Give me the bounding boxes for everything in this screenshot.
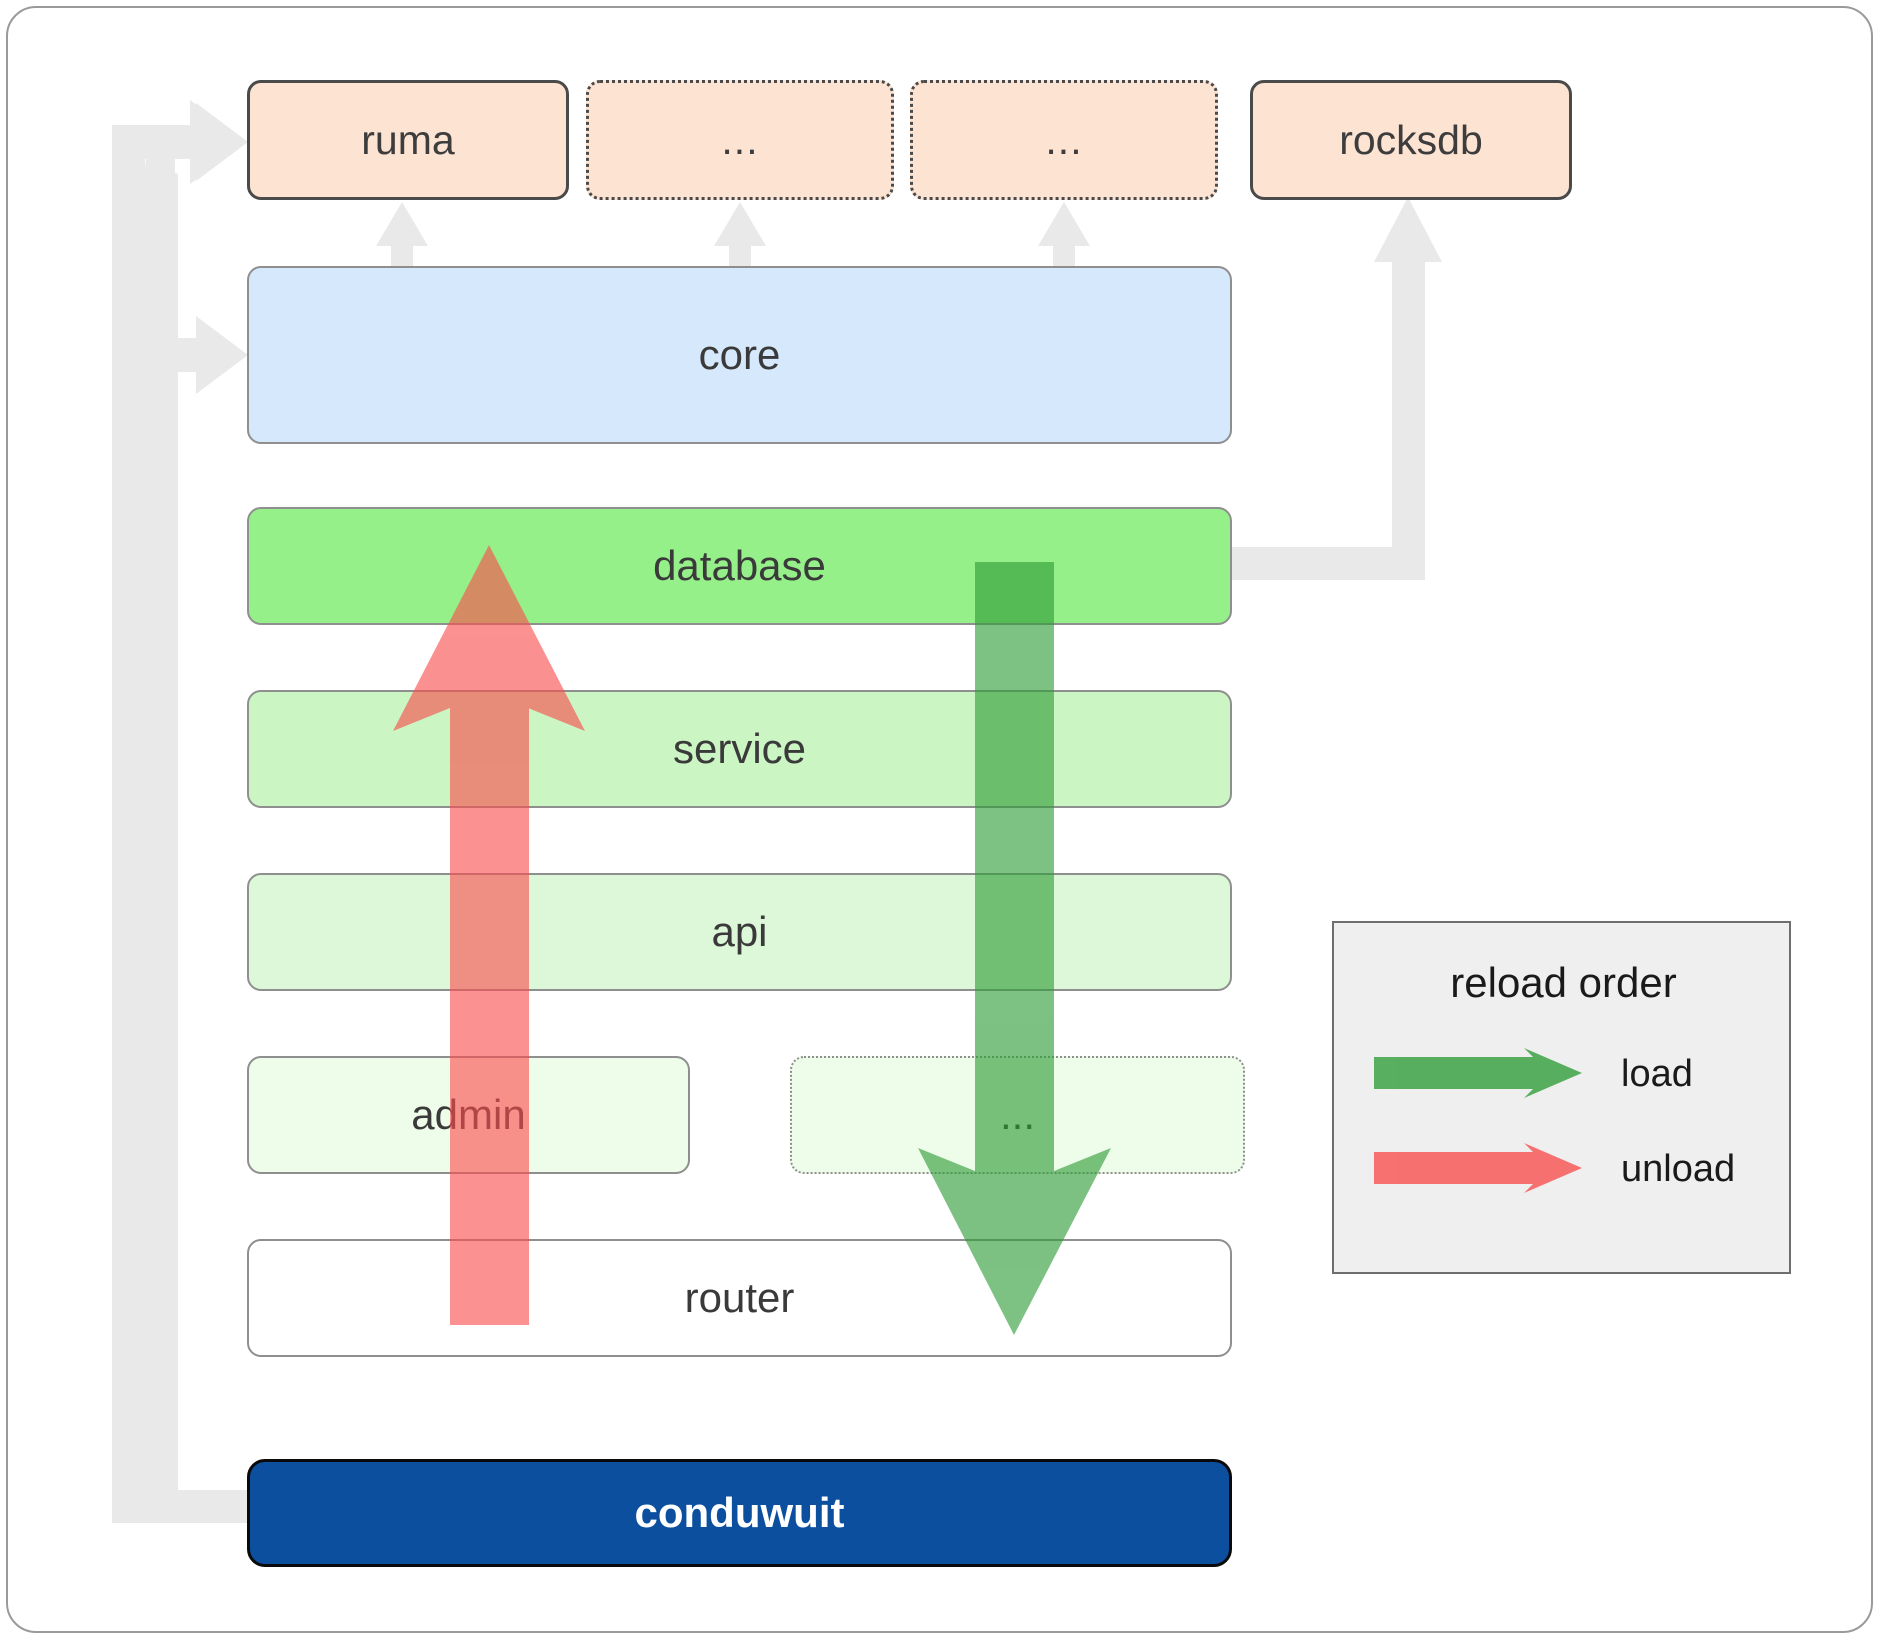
layer-box-api[interactable]: api xyxy=(247,873,1232,991)
layer-box-service[interactable]: service xyxy=(247,690,1232,808)
layer-box-router[interactable]: router xyxy=(247,1239,1232,1357)
legend-label-unload: unload xyxy=(1621,1148,1736,1190)
layer-box-placeholder-label: ... xyxy=(999,1091,1035,1138)
dep-box-placeholder-1-label: ... xyxy=(721,116,759,163)
layer-box-api-label: api xyxy=(711,908,768,955)
dep-box-rocksdb-label: rocksdb xyxy=(1339,116,1483,163)
dep-box-ruma-label: ruma xyxy=(361,116,455,163)
legend-load-arrow xyxy=(1374,1048,1582,1098)
layer-box-admin[interactable]: admin xyxy=(247,1056,690,1174)
dep-box-rocksdb[interactable]: rocksdb xyxy=(1250,80,1572,200)
dep-box-placeholder-1[interactable]: ... xyxy=(586,80,894,200)
layer-box-admin-label: admin xyxy=(411,1091,526,1138)
layer-box-core-label: core xyxy=(698,331,781,378)
legend-arrow-graphics xyxy=(1374,1048,1582,1193)
layer-box-core[interactable]: core xyxy=(247,266,1232,444)
layer-box-service-label: service xyxy=(672,725,807,772)
dep-box-ruma[interactable]: ruma xyxy=(247,80,569,200)
layer-box-placeholder[interactable]: ... xyxy=(790,1056,1245,1174)
legend-title: reload order xyxy=(1450,959,1677,1006)
layer-box-database[interactable]: database xyxy=(247,507,1232,625)
app-box-conduwuit[interactable]: conduwuit xyxy=(247,1459,1232,1567)
dep-box-placeholder-2-label: ... xyxy=(1045,116,1083,163)
dep-box-placeholder-2[interactable]: ... xyxy=(910,80,1218,200)
legend-unload-arrow xyxy=(1374,1143,1582,1193)
legend-label-load: load xyxy=(1621,1053,1693,1095)
app-box-conduwuit-label: conduwuit xyxy=(634,1489,845,1536)
layer-box-database-label: database xyxy=(653,542,826,589)
legend-panel: reload order load unload xyxy=(1332,921,1791,1274)
layer-box-router-label: router xyxy=(684,1274,795,1321)
